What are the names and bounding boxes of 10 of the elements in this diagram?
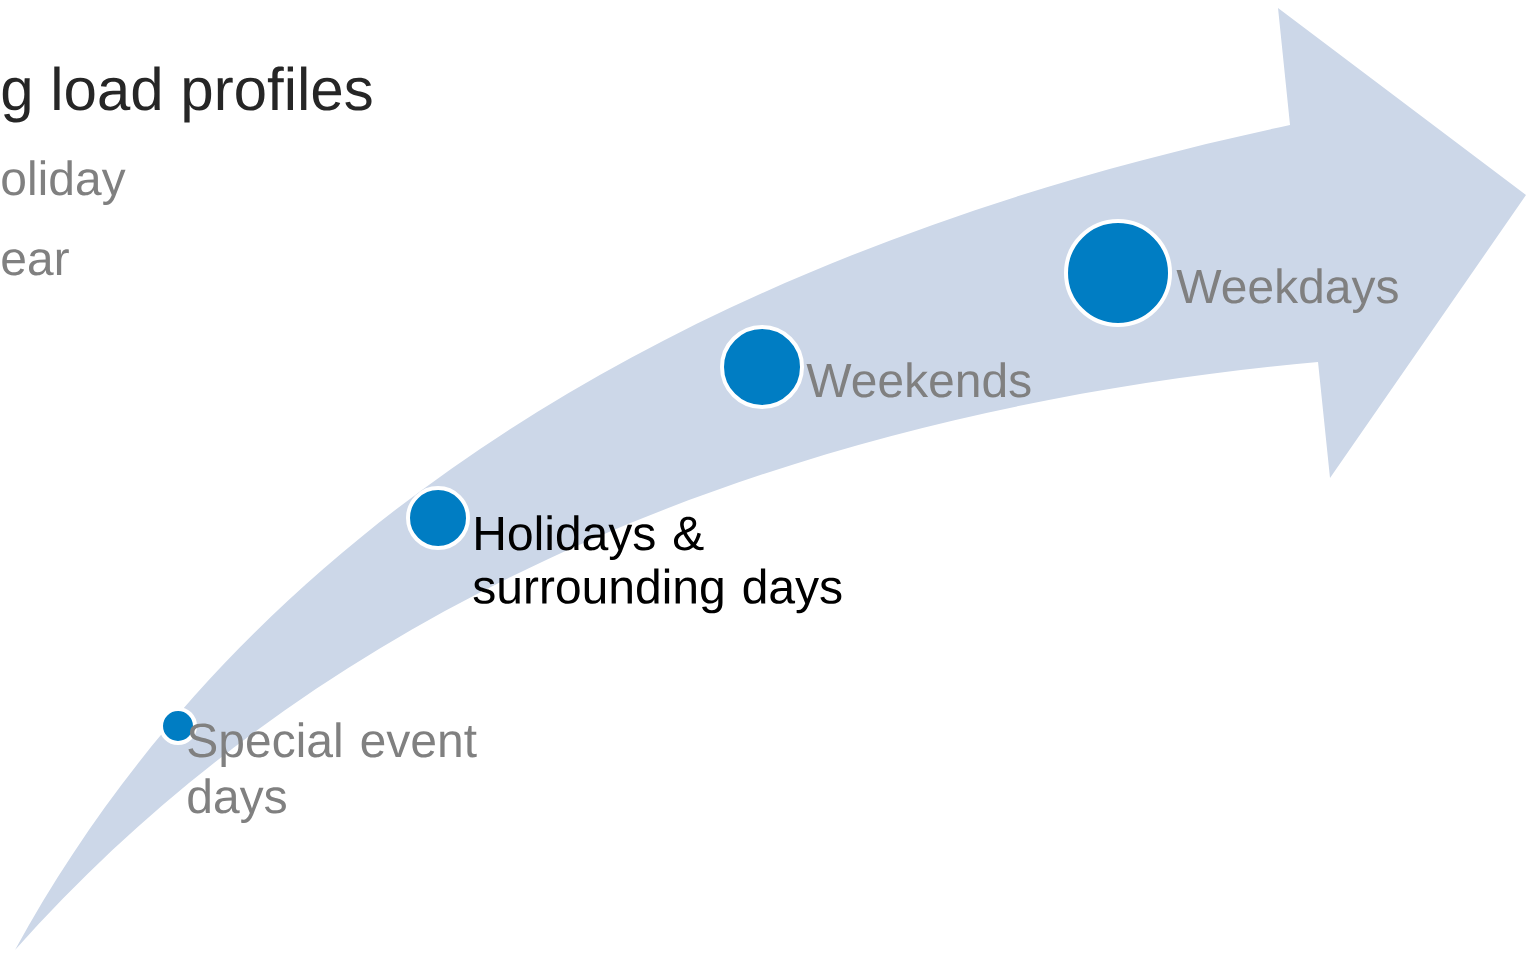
dot-label: Holidays & surrounding days (473, 515, 842, 614)
dot (1064, 219, 1172, 327)
dot (406, 486, 470, 550)
list-item: ear (2, 249, 69, 276)
line-heading: g load profiles (2, 66, 372, 123)
dot-label: Weekdays (1176, 268, 1398, 313)
dot-label: Weekends (806, 362, 1031, 398)
dot-label: Special event days (188, 722, 477, 823)
dot (720, 325, 804, 409)
list-item: oliday (2, 160, 126, 205)
